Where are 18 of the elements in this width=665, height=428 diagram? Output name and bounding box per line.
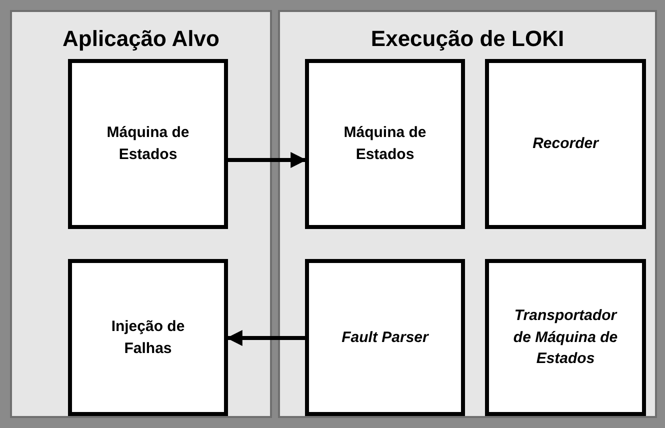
panel-title: Execução de LOKI: [370, 26, 566, 52]
box-label: Injeção de Falhas: [110, 316, 186, 358]
arrow: [226, 330, 305, 346]
process-box: [485, 259, 646, 416]
group-panel: [278, 10, 657, 418]
box-label: Recorder: [532, 134, 600, 154]
box-label: Máquina de Estados: [106, 123, 190, 165]
box-label: Transportador de Máquina de Estados: [512, 306, 619, 370]
process-box: [68, 259, 228, 416]
panel-title: Aplicação Alvo: [62, 26, 220, 52]
box-label: Máquina de Estados: [342, 123, 428, 165]
process-box: [305, 259, 465, 416]
process-box: [68, 59, 228, 229]
group-panel: [10, 10, 272, 418]
process-box: [485, 59, 646, 229]
box-label: Fault Parser: [340, 328, 430, 348]
arrow: [228, 152, 307, 168]
process-box: [305, 59, 465, 229]
